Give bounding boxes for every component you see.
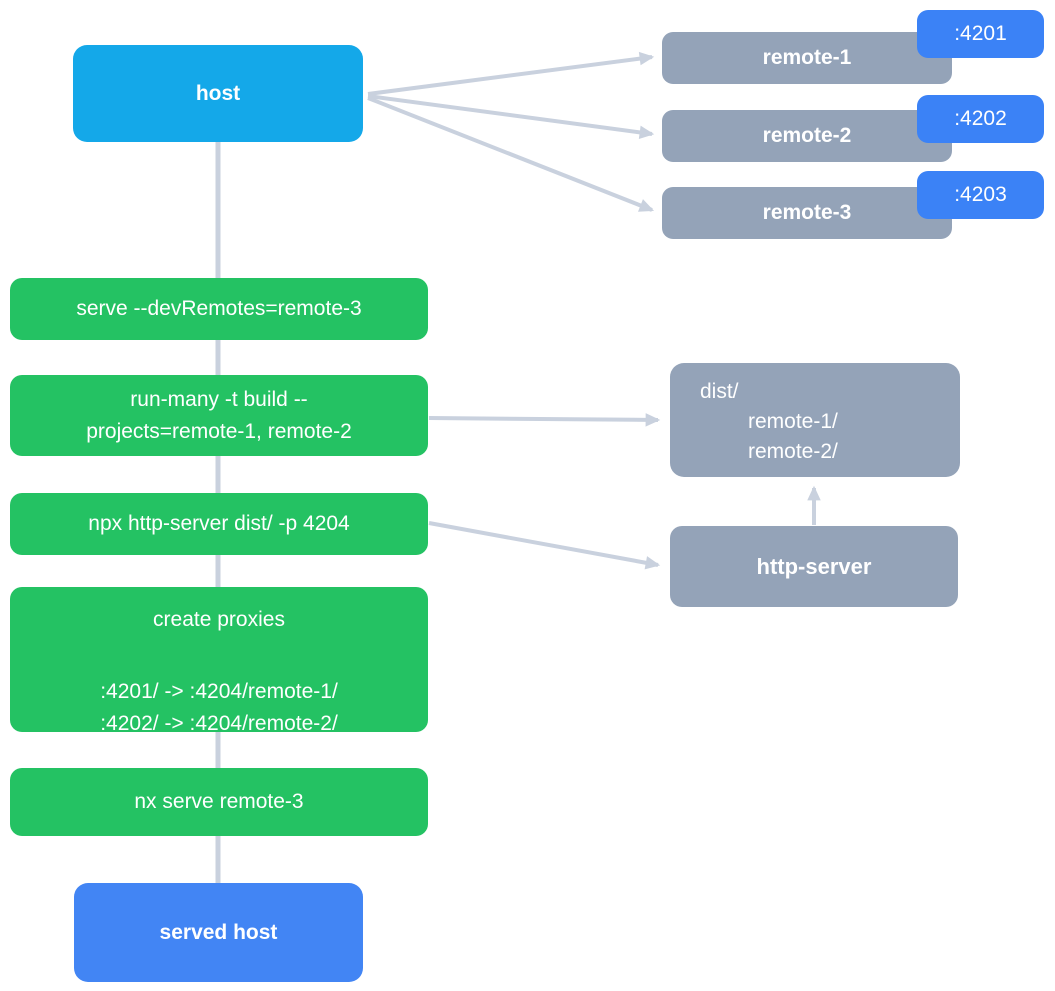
create-proxies-title: create proxies (153, 608, 285, 631)
dist-root-label: dist/ (700, 380, 739, 403)
port-badge-4203: :4203 (917, 171, 1044, 219)
step-nx-serve-label: nx serve remote-3 (134, 790, 304, 813)
port-badge-4202-label: :4202 (954, 107, 1007, 130)
edge-host-to-remote-2 (367, 94, 655, 140)
edge-npx-to-http-server (428, 521, 661, 570)
remote-1-label: remote-1 (762, 46, 852, 69)
port-badge-4202: :4202 (917, 95, 1044, 143)
port-badge-4201: :4201 (917, 10, 1044, 58)
step-npx-http-server: npx http-server dist/ -p 4204 (10, 493, 428, 555)
remote-2-node: remote-2 (662, 110, 952, 162)
dist-folder-node: dist/ remote-1/ remote-2/ (670, 363, 960, 477)
http-server-node: http-server (670, 526, 958, 607)
remote-3-node: remote-3 (662, 187, 952, 239)
port-badge-4203-label: :4203 (954, 183, 1007, 206)
step-run-many-line1: run-many -t build -- (130, 387, 308, 411)
step-nx-serve-remote-3: nx serve remote-3 (10, 768, 428, 836)
proxy-rule-1: :4201/ -> :4204/remote-1/ (100, 680, 338, 703)
step-run-many-line2: projects=remote-1, remote-2 (86, 419, 352, 443)
step-serve-dev-remotes: serve --devRemotes=remote-3 (10, 278, 428, 340)
http-server-label: http-server (756, 553, 872, 579)
step-create-proxies: create proxies :4201/ -> :4204/remote-1/… (10, 587, 428, 735)
host-label: host (195, 81, 241, 105)
edge-host-to-remote-3 (367, 96, 655, 212)
remote-3-label: remote-3 (762, 201, 852, 224)
edge-build-to-dist (428, 413, 661, 427)
step-run-many-build: run-many -t build -- projects=remote-1, … (10, 375, 428, 456)
step-npx-label: npx http-server dist/ -p 4204 (88, 512, 350, 535)
port-badge-4201-label: :4201 (954, 22, 1007, 45)
dist-remote-1-label: remote-1/ (748, 410, 838, 433)
host-node: host (73, 45, 363, 142)
step-serve-label: serve --devRemotes=remote-3 (76, 297, 362, 320)
proxy-rule-2: :4202/ -> :4204/remote-2/ (100, 712, 338, 735)
served-host-label: served host (159, 920, 278, 944)
edge-host-to-remote-1 (367, 51, 655, 96)
remote-1-node: remote-1 (662, 32, 952, 84)
served-host-node: served host (74, 883, 363, 982)
dist-remote-2-label: remote-2/ (748, 440, 838, 463)
remote-2-label: remote-2 (762, 124, 852, 147)
